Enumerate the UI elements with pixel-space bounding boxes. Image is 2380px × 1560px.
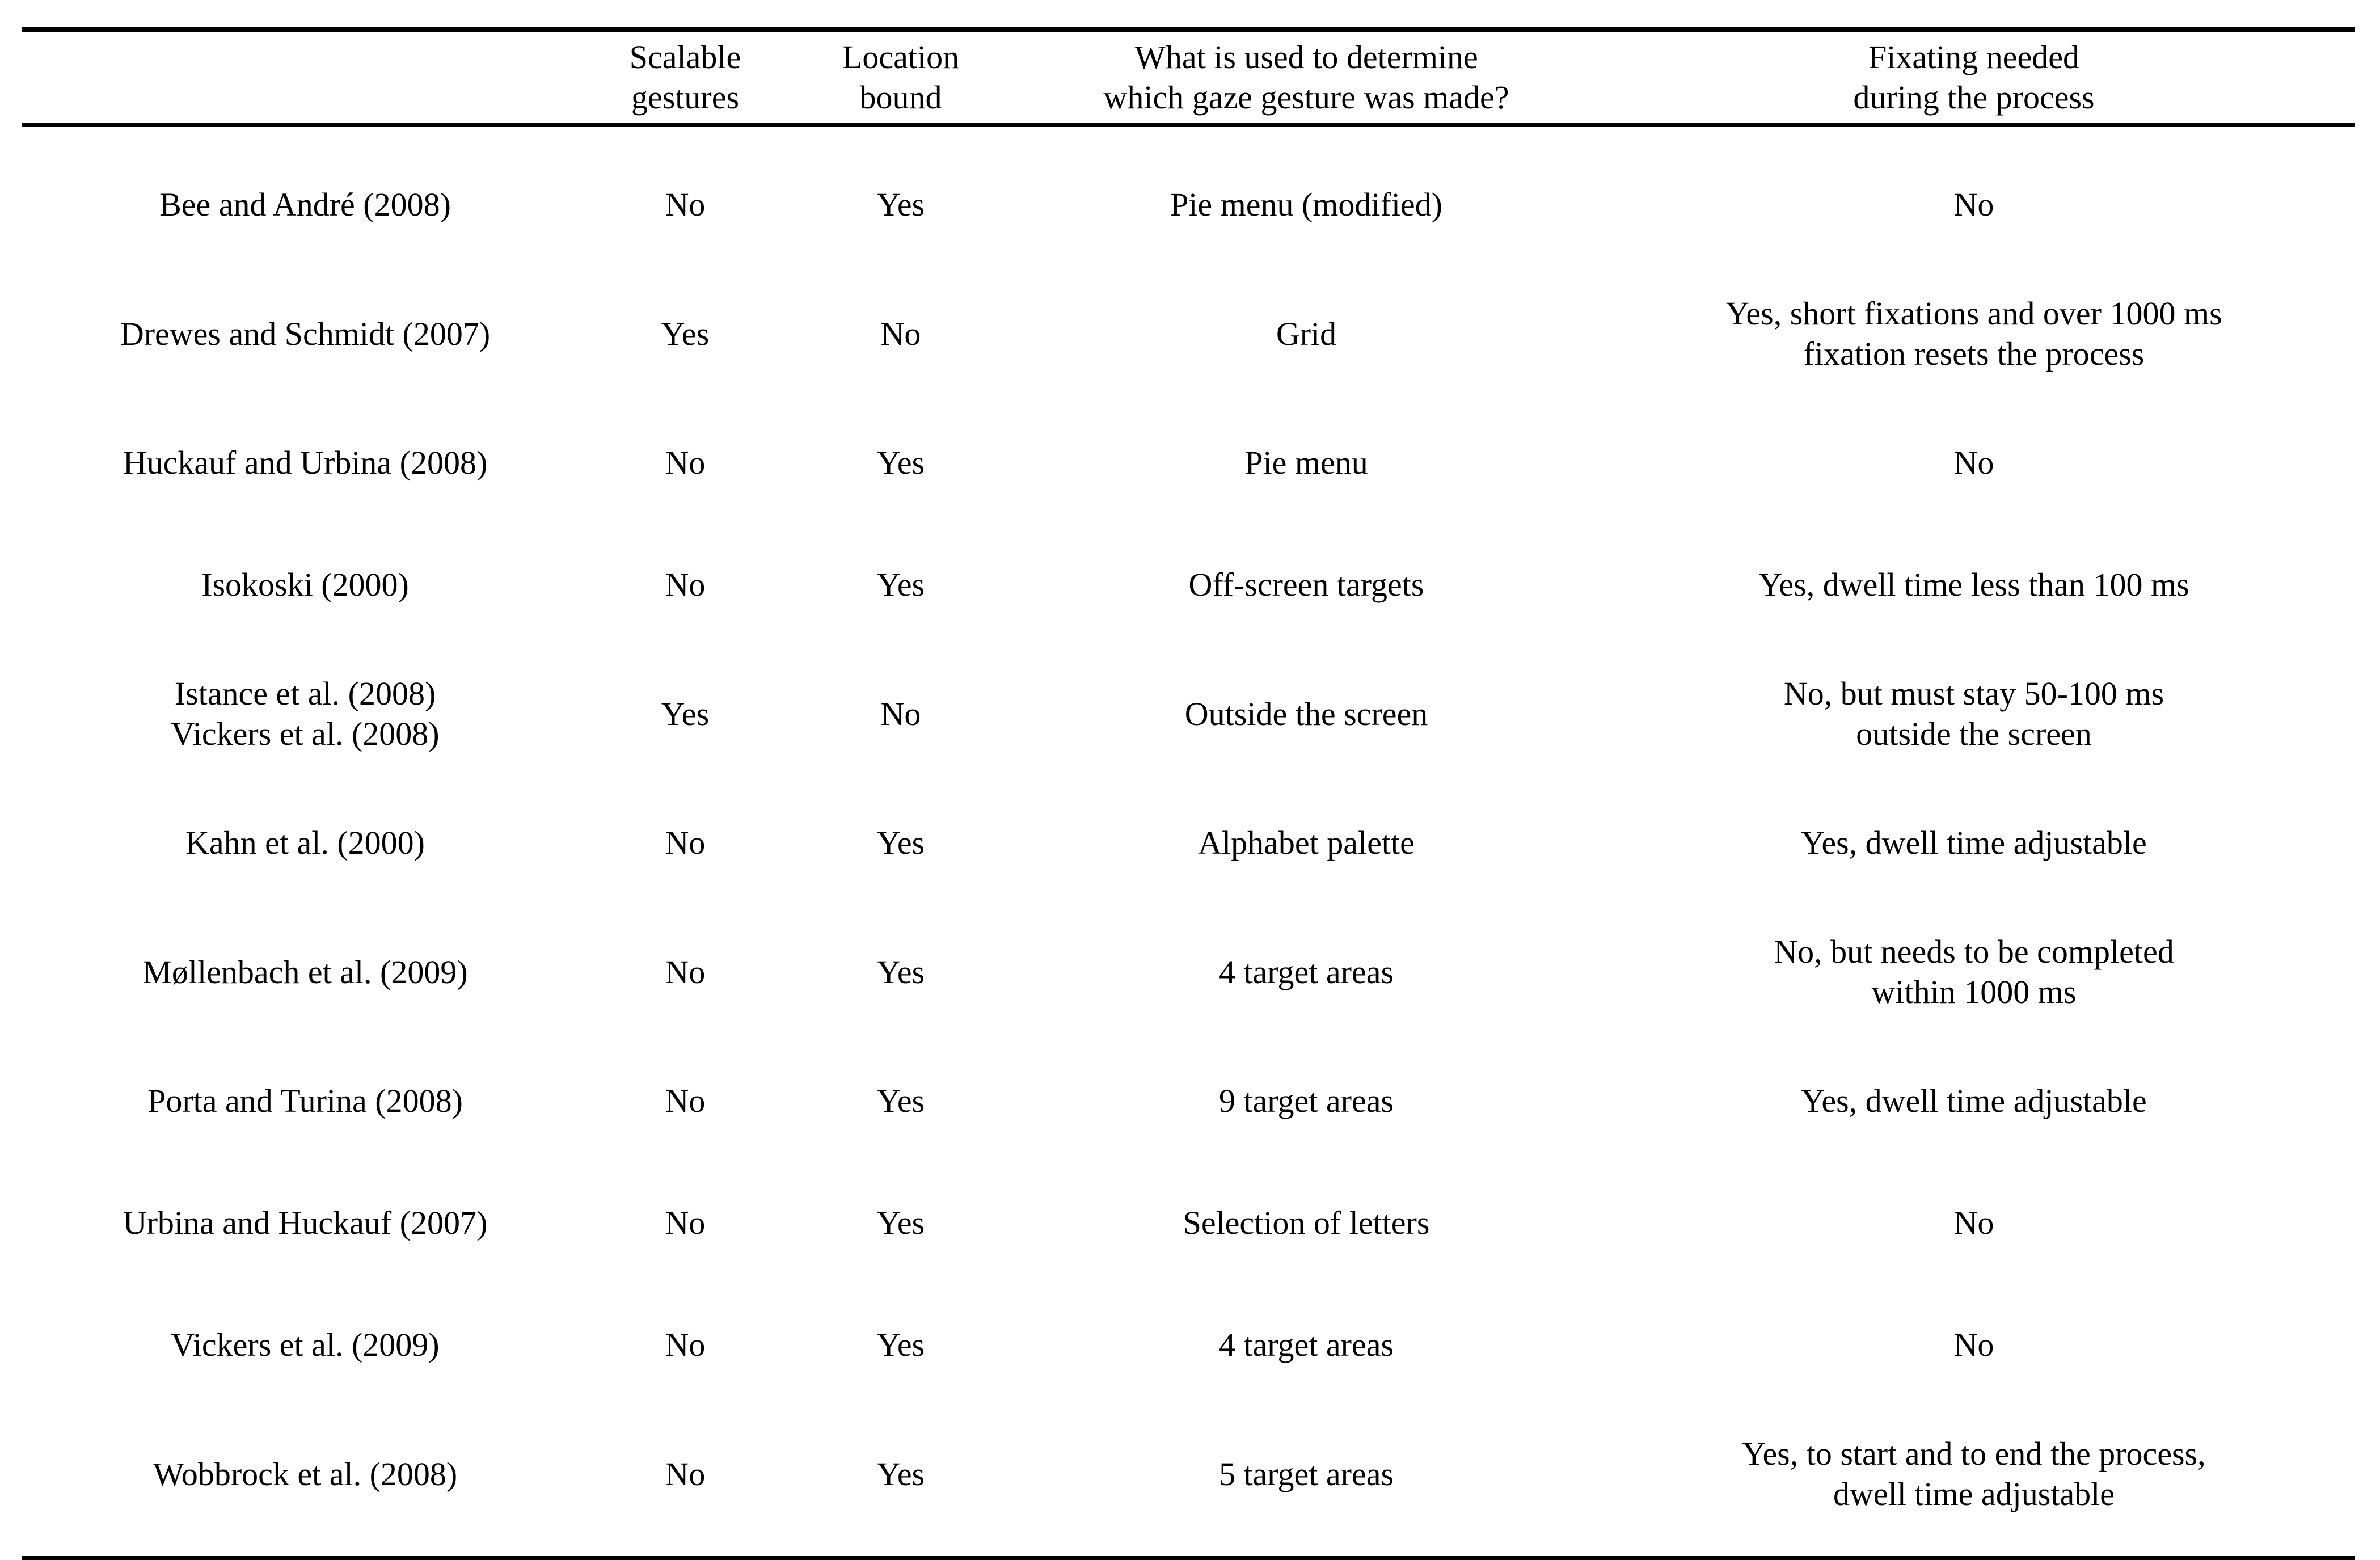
column-header-reference	[22, 32, 589, 123]
table-row: Isokoski (2000) No Yes Off-screen target…	[22, 524, 2355, 646]
cell-reference: Wobbrock et al. (2008)	[153, 1455, 458, 1492]
table-row: Istance et al. (2008) Vickers et al. (20…	[22, 646, 2355, 782]
cell-scalable-gestures: No	[665, 1204, 706, 1242]
cell-location-bound: Yes	[876, 953, 925, 990]
cell-location-bound: Yes	[876, 186, 925, 224]
column-header-determination-method: What is used to determine which gaze ges…	[1103, 39, 1509, 116]
table-row: Kahn et al. (2000) No Yes Alphabet palet…	[22, 782, 2355, 904]
cell-determination-method: Alphabet palette	[1198, 824, 1415, 862]
cell-reference: Drewes and Schmidt (2007)	[120, 315, 491, 352]
table-row: Vickers et al. (2009) No Yes 4 target ar…	[22, 1284, 2355, 1406]
cell-fixating-needed: No, but needs to be completed within 100…	[1774, 933, 2174, 1010]
column-header-scalable-gestures: Scalable gestures	[629, 39, 741, 116]
cell-scalable-gestures: No	[665, 186, 706, 224]
cell-fixating-needed: No	[1953, 186, 1994, 224]
cell-scalable-gestures: Yes	[661, 695, 710, 732]
cell-scalable-gestures: No	[665, 1082, 706, 1120]
header-row: Scalable gestures Location bound What is…	[22, 32, 2355, 123]
cell-determination-method: Off-screen targets	[1188, 566, 1424, 604]
cell-determination-method: Pie menu	[1244, 444, 1368, 482]
column-header-fixating-needed: Fixating needed during the process	[1853, 39, 2095, 116]
cell-determination-method: 9 target areas	[1218, 1082, 1394, 1120]
cell-location-bound: Yes	[876, 1326, 925, 1364]
cell-scalable-gestures: No	[665, 1326, 706, 1364]
cell-scalable-gestures: No	[665, 444, 706, 482]
cell-determination-method: Pie menu (modified)	[1170, 186, 1442, 224]
cell-scalable-gestures: No	[665, 566, 706, 604]
column-header-location-bound: Location bound	[842, 39, 960, 116]
cell-scalable-gestures: No	[665, 953, 706, 990]
table-bottom-rule	[22, 1556, 2355, 1560]
table-row: Huckauf and Urbina (2008) No Yes Pie men…	[22, 402, 2355, 524]
cell-fixating-needed: No	[1953, 1204, 1994, 1242]
cell-reference: Porta and Turina (2008)	[147, 1082, 463, 1120]
cell-fixating-needed: Yes, to start and to end the process, dw…	[1742, 1435, 2206, 1512]
cell-determination-method: 5 target areas	[1218, 1455, 1394, 1492]
table-header: Scalable gestures Location bound What is…	[22, 32, 2355, 123]
cell-location-bound: Yes	[876, 1082, 925, 1120]
cell-reference: Isokoski (2000)	[201, 566, 409, 604]
cell-determination-method: Outside the screen	[1184, 695, 1428, 732]
cell-fixating-needed: Yes, dwell time adjustable	[1801, 1082, 2147, 1120]
cell-reference: Møllenbach et al. (2009)	[142, 953, 468, 990]
table-row: Wobbrock et al. (2008) No Yes 5 target a…	[22, 1406, 2355, 1556]
cell-location-bound: Yes	[876, 1455, 925, 1492]
cell-location-bound: Yes	[876, 444, 925, 482]
cell-reference: Bee and André (2008)	[159, 186, 451, 224]
cell-reference: Istance et al. (2008) Vickers et al. (20…	[171, 675, 440, 752]
cell-fixating-needed: Yes, dwell time less than 100 ms	[1758, 566, 2189, 604]
cell-reference: Huckauf and Urbina (2008)	[123, 444, 488, 482]
comparison-table-container: Scalable gestures Location bound What is…	[0, 27, 2380, 1560]
table-body: Bee and André (2008) No Yes Pie menu (mo…	[22, 127, 2355, 1556]
cell-scalable-gestures: Yes	[661, 315, 710, 352]
cell-determination-method: Selection of letters	[1183, 1204, 1430, 1242]
table-top-rule	[22, 27, 2355, 32]
cell-reference: Vickers et al. (2009)	[171, 1326, 440, 1364]
cell-fixating-needed: No	[1953, 1326, 1994, 1364]
cell-location-bound: Yes	[876, 566, 925, 604]
cell-location-bound: No	[880, 315, 921, 352]
cell-location-bound: Yes	[876, 824, 925, 862]
cell-fixating-needed: Yes, short fixations and over 1000 ms fi…	[1725, 295, 2222, 372]
cell-fixating-needed: Yes, dwell time adjustable	[1801, 824, 2147, 862]
table-row: Porta and Turina (2008) No Yes 9 target …	[22, 1040, 2355, 1162]
cell-determination-method: 4 target areas	[1218, 953, 1394, 990]
table-header-rule	[22, 123, 2355, 127]
cell-location-bound: No	[880, 695, 921, 732]
gaze-gesture-comparison-body: Bee and André (2008) No Yes Pie menu (mo…	[22, 127, 2355, 1556]
table-row: Møllenbach et al. (2009) No Yes 4 target…	[22, 904, 2355, 1040]
table-row: Drewes and Schmidt (2007) Yes No Grid Ye…	[22, 266, 2355, 402]
cell-reference: Kahn et al. (2000)	[185, 824, 425, 862]
cell-determination-method: 4 target areas	[1218, 1326, 1394, 1364]
cell-scalable-gestures: No	[665, 824, 706, 862]
gaze-gesture-comparison-table: Scalable gestures Location bound What is…	[22, 32, 2355, 123]
cell-location-bound: Yes	[876, 1204, 925, 1242]
cell-fixating-needed: No, but must stay 50-100 ms outside the …	[1783, 675, 2164, 752]
cell-determination-method: Grid	[1276, 315, 1337, 352]
cell-scalable-gestures: No	[665, 1455, 706, 1492]
table-row: Bee and André (2008) No Yes Pie menu (mo…	[22, 127, 2355, 266]
table-row: Urbina and Huckauf (2007) No Yes Selecti…	[22, 1162, 2355, 1284]
cell-fixating-needed: No	[1953, 444, 1994, 482]
cell-reference: Urbina and Huckauf (2007)	[123, 1204, 488, 1242]
